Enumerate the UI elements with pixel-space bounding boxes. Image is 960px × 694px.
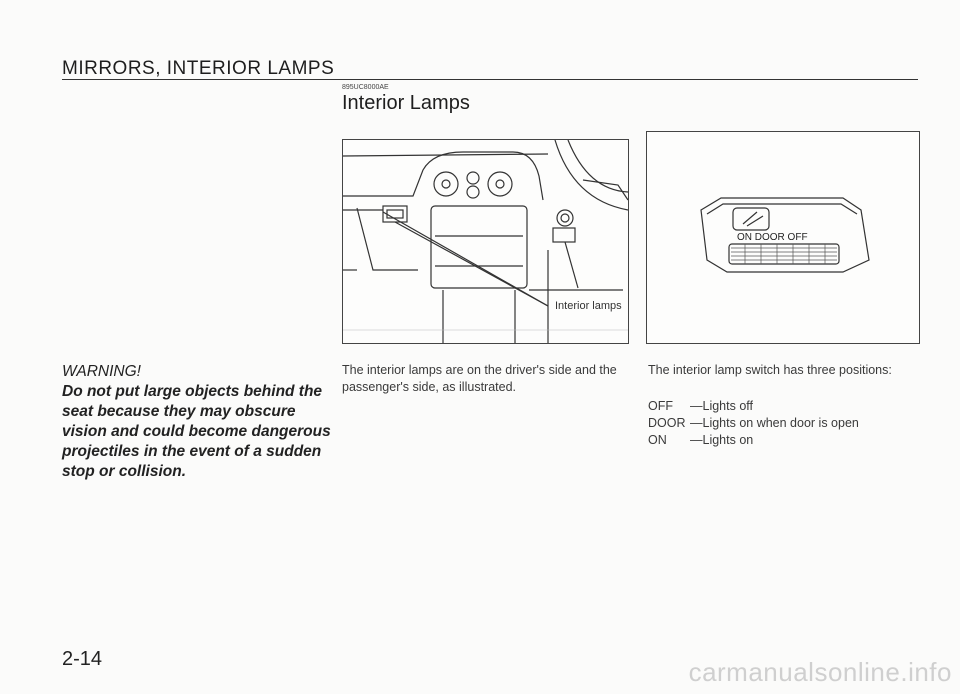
watermark: carmanualsonline.info	[688, 657, 952, 687]
switch-positions-list: OFF —Lights off DOOR —Lights on when doo…	[648, 398, 859, 449]
header-rule	[62, 79, 918, 80]
warning-body: Do not put large objects behind the seat…	[62, 383, 331, 480]
position-desc: —Lights on when door is open	[690, 416, 859, 430]
dashboard-drawing	[343, 140, 628, 343]
dashboard-illustration: Interior lamps	[342, 139, 629, 344]
position-item: OFF —Lights off	[648, 398, 859, 415]
lamp-switch-drawing: ON DOOR OFF	[700, 197, 870, 273]
switch-positions-label: ON DOOR OFF	[737, 232, 808, 243]
section-header: MIRRORS, INTERIOR LAMPS	[62, 58, 335, 79]
interior-lamps-callout: Interior lamps	[553, 300, 624, 312]
position-key: ON	[648, 433, 667, 447]
position-item: ON —Lights on	[648, 432, 859, 449]
lamp-switch-illustration: ON DOOR OFF	[646, 131, 920, 344]
position-item: DOOR —Lights on when door is open	[648, 415, 859, 432]
warning-title: WARNING!	[62, 363, 141, 380]
page-title: Interior Lamps	[342, 92, 470, 114]
switch-positions-intro: The interior lamp switch has three posit…	[648, 363, 892, 377]
interior-lamps-description: The interior lamps are on the driver's s…	[342, 363, 617, 394]
position-key: DOOR	[648, 416, 686, 430]
page-number: 2-14	[62, 648, 103, 670]
position-key: OFF	[648, 399, 673, 413]
section-code: 895UC8000AE	[342, 84, 389, 91]
position-desc: —Lights off	[690, 399, 754, 413]
position-desc: —Lights on	[690, 433, 754, 447]
warning-block: WARNING! Do not put large objects behind…	[62, 362, 342, 482]
